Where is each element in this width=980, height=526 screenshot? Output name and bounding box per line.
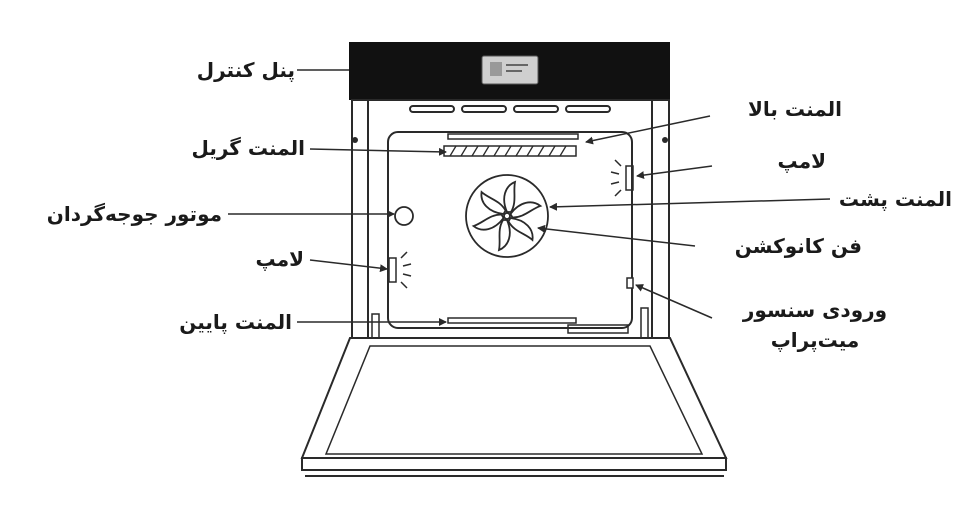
leader-meat-probe [635, 284, 713, 319]
leader-convection-fan [537, 224, 696, 247]
label-lamp-right: لامپ [777, 149, 826, 173]
label-grill-element: المنت گریل [191, 136, 305, 160]
leader-lamp-right [636, 165, 713, 180]
label-meat-probe-socket: ورودی سنسور میت‌پراپ [720, 295, 910, 355]
hinge-screw [662, 137, 668, 143]
bottom-element [447, 317, 629, 334]
label-top-element: المنت بالا [748, 97, 842, 121]
grill-element [443, 145, 577, 157]
control-panel [349, 42, 670, 100]
label-control-panel: پنل کنترل [196, 58, 295, 82]
oven-body [351, 99, 670, 339]
label-convection-fan: فن کانوکشن [734, 234, 862, 258]
label-meat-probe-line1: ورودی سنسور [742, 298, 888, 322]
label-rotisserie-motor: موتور جوجه‌گردان [46, 202, 222, 226]
hinge-screw [352, 137, 358, 143]
fan-icon [465, 174, 549, 258]
lamp-icon [610, 159, 634, 197]
lamp-icon [388, 251, 412, 289]
leader-grill-element [309, 147, 447, 156]
top-element [447, 133, 579, 140]
leader-top-element [585, 115, 711, 145]
leader-lines [228, 69, 831, 326]
meat-probe-socket [626, 277, 634, 289]
oven-door [300, 337, 728, 477]
label-lamp-left: لامپ [255, 247, 304, 271]
leader-back-element [549, 198, 831, 211]
label-bottom-element: المنت پایین [179, 310, 292, 334]
rail [640, 307, 649, 339]
label-meat-probe-line2: میت‌پراپ [770, 328, 860, 352]
rail [371, 313, 380, 339]
leader-lamp-left [309, 259, 388, 273]
label-back-element: المنت پشت [838, 187, 952, 211]
rotisserie-motor-icon [394, 206, 414, 226]
